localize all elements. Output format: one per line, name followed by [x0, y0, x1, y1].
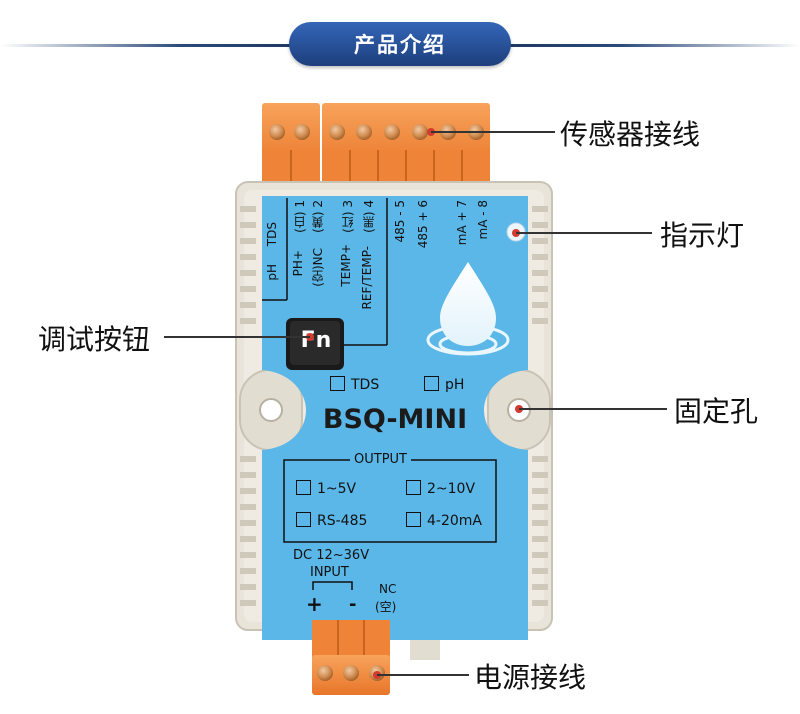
- callout-debug-button: 调试按钮: [38, 323, 151, 356]
- mode-option-tds: TDS: [330, 376, 379, 393]
- water-drop-icon: [426, 262, 510, 356]
- output-rs485-label: RS-485: [317, 513, 368, 529]
- power-plus: +: [306, 592, 323, 616]
- debug-button-leader: [164, 336, 310, 338]
- power-input-label: INPUT: [310, 565, 349, 580]
- power-minus: -: [349, 594, 357, 615]
- label-pin1-b: PH+: [291, 250, 305, 277]
- indicator-leader: [516, 232, 652, 234]
- checkbox-icon: [424, 376, 439, 391]
- checkbox-icon: [406, 512, 421, 527]
- label-pin6: 485 + 6: [416, 200, 430, 249]
- output-option-1-5v: 1~5V: [296, 480, 356, 497]
- power-wiring-leader: [377, 674, 469, 676]
- mode-option-ph: pH: [424, 376, 464, 393]
- output-option-2-10v: 2~10V: [406, 480, 475, 497]
- output-title: OUTPUT: [350, 452, 411, 467]
- debug-button-marker: [306, 333, 314, 341]
- checkbox-icon: [296, 512, 311, 527]
- callout-mount-hole: 固定孔: [674, 395, 759, 428]
- label-pin2-b: (空)NC: [311, 248, 325, 287]
- label-pin4: (黑) 4: [362, 200, 376, 233]
- label-pin4-c: REF/TEMP-: [360, 246, 374, 310]
- power-spec: DC 12~36V: [293, 548, 370, 563]
- checkbox-icon: [330, 376, 345, 391]
- label-pin3: (红) 3: [341, 200, 355, 233]
- callout-indicator-light: 指示灯: [660, 219, 745, 252]
- header-title: 产品介绍: [289, 22, 511, 66]
- output-2-10v-label: 2~10V: [427, 481, 476, 497]
- model-name: BSQ-MINI: [322, 404, 468, 435]
- label-pin7: mA + 7: [455, 200, 469, 246]
- label-tds: TDS: [265, 222, 279, 247]
- label-pin1: (白) 1: [293, 200, 307, 233]
- power-nc: NC: [379, 582, 397, 596]
- header-line-right: [500, 44, 800, 47]
- header-line-left: [0, 44, 300, 47]
- label-pin2: (黄) 2: [311, 200, 325, 233]
- power-nc-sub: (空): [375, 600, 397, 614]
- callout-sensor-wiring: 传感器接线: [560, 118, 701, 151]
- mount-hole-leader: [519, 408, 667, 410]
- sensor-wiring-leader: [431, 131, 555, 133]
- label-ph: pH: [265, 264, 279, 281]
- output-4-20ma-label: 4-20mA: [427, 513, 482, 529]
- label-pin8: mA - 8: [476, 200, 490, 240]
- callout-power-wiring: 电源接线: [474, 661, 587, 694]
- checkbox-icon: [406, 480, 421, 495]
- checkbox-icon: [296, 480, 311, 495]
- output-option-rs485: RS-485: [296, 512, 367, 529]
- output-1-5v-label: 1~5V: [317, 481, 357, 497]
- bottom-terminal: [312, 620, 390, 695]
- label-pin3-b: TEMP+: [339, 244, 353, 287]
- fn-button[interactable]: Fn: [300, 328, 332, 353]
- mode-ph-label: pH: [445, 377, 465, 393]
- mode-tds-label: TDS: [351, 377, 380, 393]
- output-option-4-20ma: 4-20mA: [406, 512, 482, 529]
- label-pin5: 485 - 5: [393, 200, 407, 243]
